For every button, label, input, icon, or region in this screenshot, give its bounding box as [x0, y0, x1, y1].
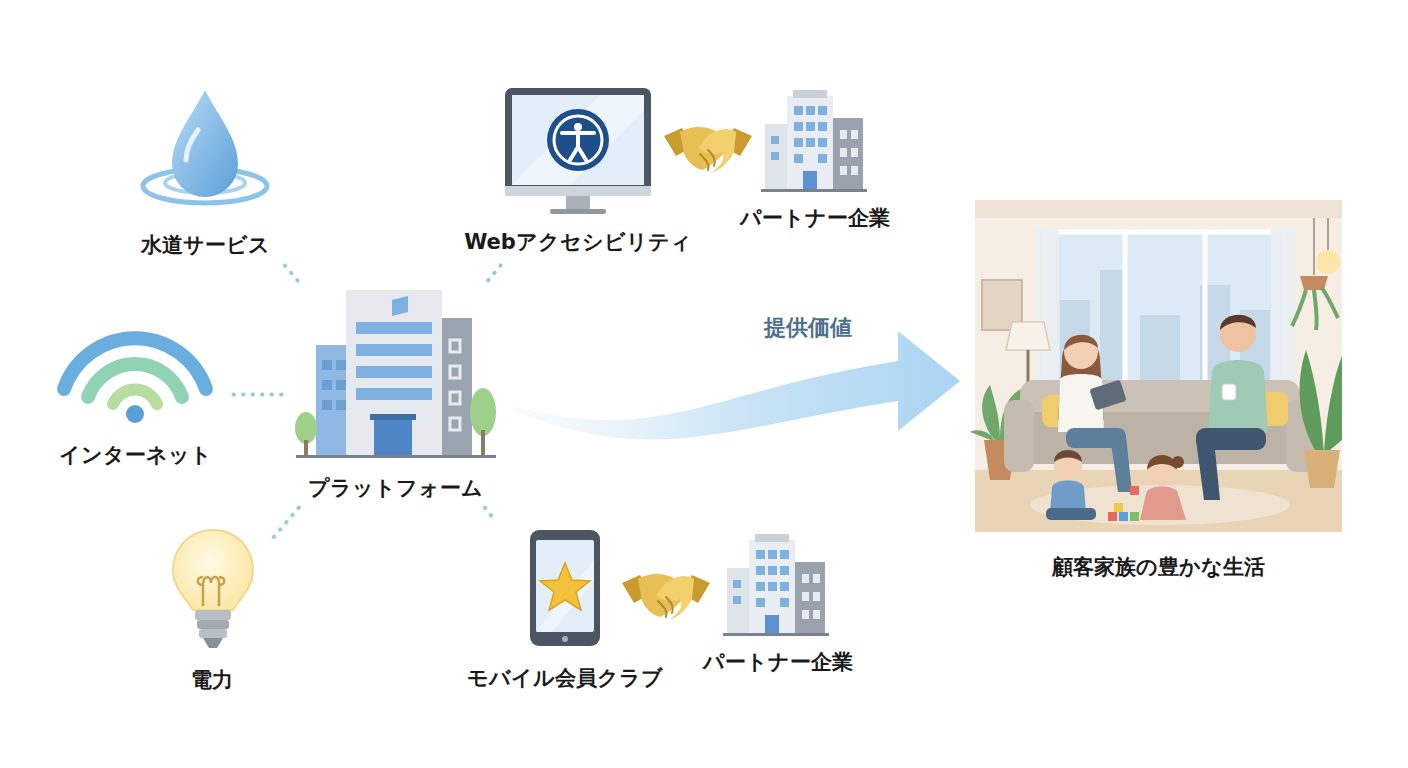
- icon-node: 水道サービス: [125, 85, 285, 260]
- node-label: インターネット: [55, 440, 216, 470]
- node-label: Webアクセシビリティ: [460, 227, 696, 257]
- icon-node: プラットフォーム: [288, 285, 503, 503]
- node-label: 顧客家族の豊かな生活: [1048, 552, 1269, 582]
- icon-node: モバイル会員クラブ: [457, 525, 673, 693]
- edge-label: 提供価値: [760, 313, 856, 343]
- icon-node: インターネット: [49, 320, 222, 470]
- dotted-connector: [271, 508, 299, 541]
- node-label: パートナー企業: [699, 647, 857, 677]
- node-label: モバイル会員クラブ: [463, 663, 667, 693]
- icon-node: 顧客家族の豊かな生活: [970, 196, 1346, 582]
- node-label: パートナー企業: [736, 203, 894, 233]
- value-flow-arrow: [513, 331, 961, 439]
- icon-node: パートナー企業: [730, 90, 900, 233]
- node-label: 電力: [187, 665, 237, 695]
- node-label: 水道サービス: [137, 230, 274, 260]
- icon-node: パートナー企業: [693, 535, 863, 677]
- icon-node: 電力: [157, 525, 267, 695]
- dotted-connector: [488, 262, 503, 281]
- dotted-connector: [485, 508, 495, 521]
- icon-node: Webアクセシビリティ: [454, 85, 702, 257]
- node-label: プラットフォーム: [304, 473, 487, 503]
- dotted-connector: [227, 392, 281, 396]
- dotted-connector: [284, 265, 298, 281]
